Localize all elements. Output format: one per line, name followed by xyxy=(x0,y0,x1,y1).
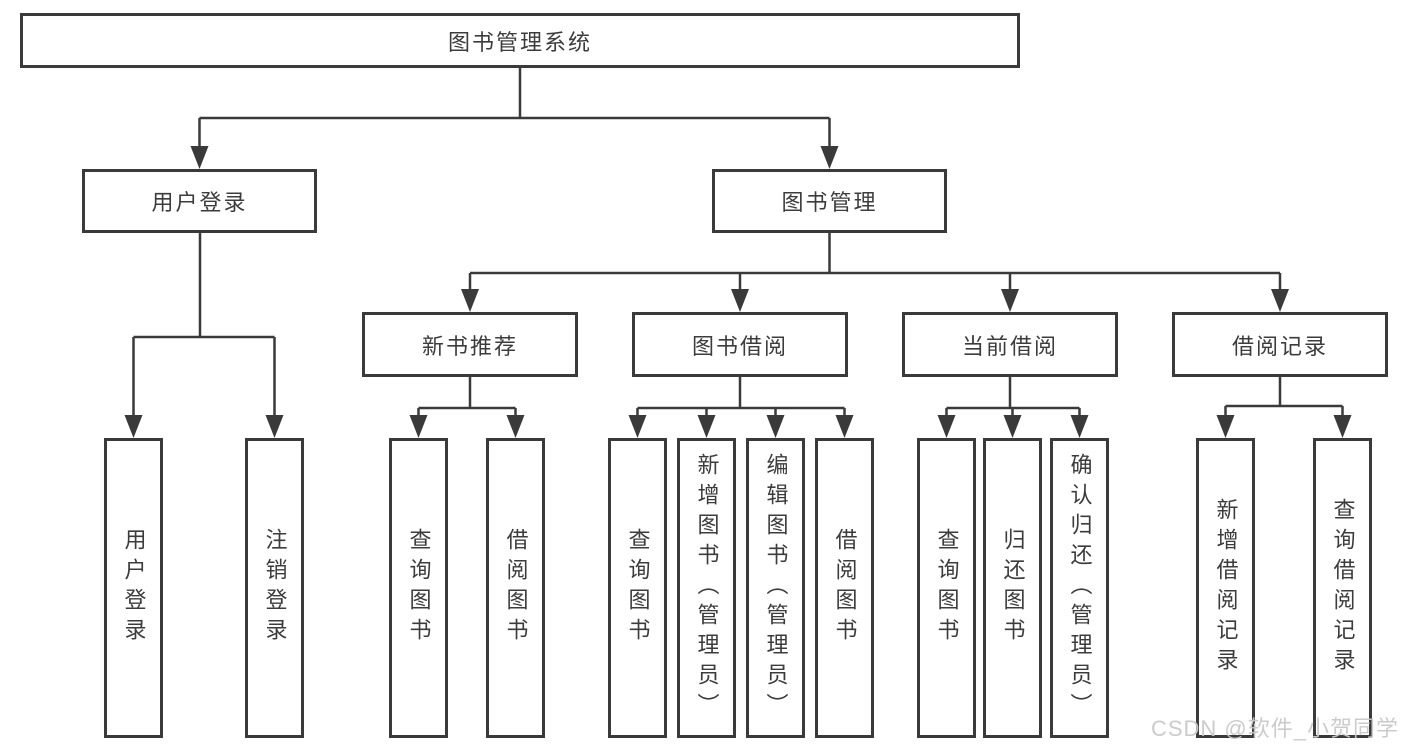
leaf-borrow-books-2: 借阅图书 xyxy=(815,438,874,738)
leaf-query-books-1: 查询图书 xyxy=(389,438,448,738)
leaf-edit-book-admin: 编辑图书（管理员） xyxy=(746,438,805,738)
leaf-query-books-2: 查询图书 xyxy=(608,438,667,738)
leaf-query-books-3: 查询图书 xyxy=(917,438,976,738)
leaf-user-login: 用户登录 xyxy=(104,438,163,738)
watermark: CSDN @软件_小贺同学 xyxy=(1150,716,1399,741)
leaf-add-book-admin: 新增图书（管理员） xyxy=(677,438,736,738)
leaf-return-book: 归还图书 xyxy=(983,438,1042,738)
node-new-book-recommend: 新书推荐 xyxy=(362,312,578,377)
node-root: 图书管理系统 xyxy=(20,13,1020,68)
node-borrow-records: 借阅记录 xyxy=(1172,312,1388,377)
leaf-add-borrow-record: 新增借阅记录 xyxy=(1196,438,1255,738)
leaf-query-borrow-record: 查询借阅记录 xyxy=(1313,438,1372,738)
node-user-login: 用户登录 xyxy=(82,169,317,233)
leaf-borrow-books-1: 借阅图书 xyxy=(486,438,545,738)
node-book-borrow: 图书借阅 xyxy=(632,312,848,377)
leaf-confirm-return-admin: 确认归还（管理员） xyxy=(1050,438,1109,738)
node-current-borrow: 当前借阅 xyxy=(902,312,1118,377)
leaf-logout: 注销登录 xyxy=(245,438,304,738)
node-book-management: 图书管理 xyxy=(712,169,947,233)
